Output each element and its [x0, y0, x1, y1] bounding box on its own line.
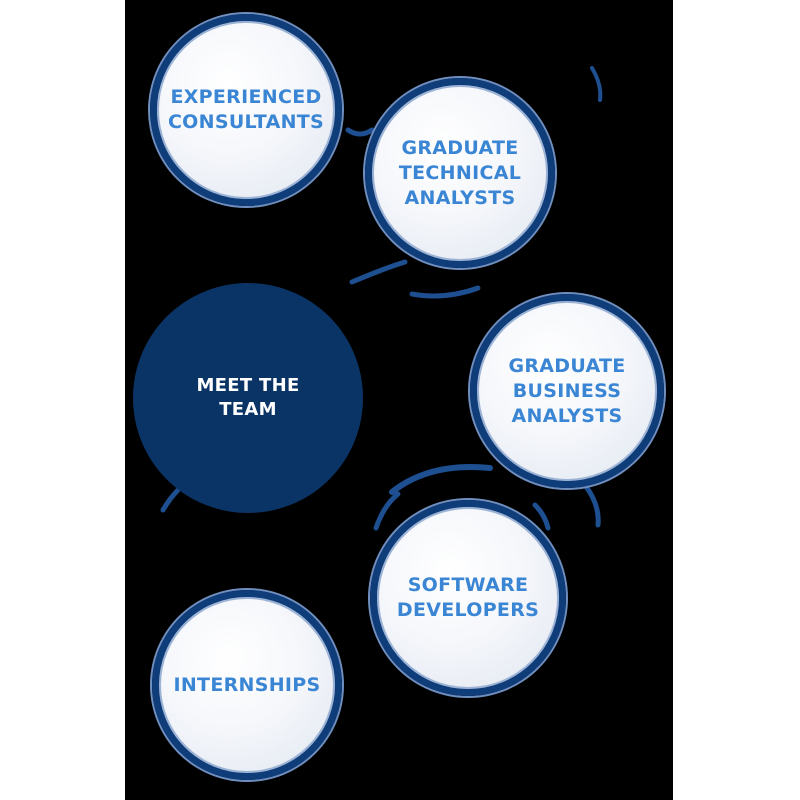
connector-arc	[349, 259, 408, 285]
connector-arc	[590, 66, 603, 102]
node-label: GRADUATE BUSINESS ANALYSTS	[508, 354, 626, 427]
connector-arc	[345, 127, 375, 137]
node-label: GRADUATE TECHNICAL ANALYSTS	[398, 136, 522, 209]
connector-arc	[389, 464, 493, 495]
node-label: SOFTWARE DEVELOPERS	[396, 574, 540, 621]
connector-arc	[532, 502, 551, 531]
node-meet-the-team: MEET THE TEAM	[133, 283, 363, 513]
node-label: INTERNSHIPS	[173, 673, 321, 696]
connector-arc	[409, 285, 481, 299]
node-experienced-consultants: EXPERIENCED CONSULTANTS	[150, 14, 342, 206]
node-graduate-technical-analysts: GRADUATE TECHNICAL ANALYSTS	[365, 78, 555, 268]
connector-arc	[160, 487, 181, 513]
connector-arc	[582, 482, 601, 528]
node-graduate-business-analysts: GRADUATE BUSINESS ANALYSTS	[470, 294, 664, 488]
node-label: EXPERIENCED CONSULTANTS	[167, 86, 325, 133]
node-internships: INTERNSHIPS	[152, 590, 342, 780]
center-label: MEET THE TEAM	[196, 375, 300, 420]
connector-arc	[373, 491, 401, 531]
node-software-developers: SOFTWARE DEVELOPERS	[370, 500, 566, 696]
